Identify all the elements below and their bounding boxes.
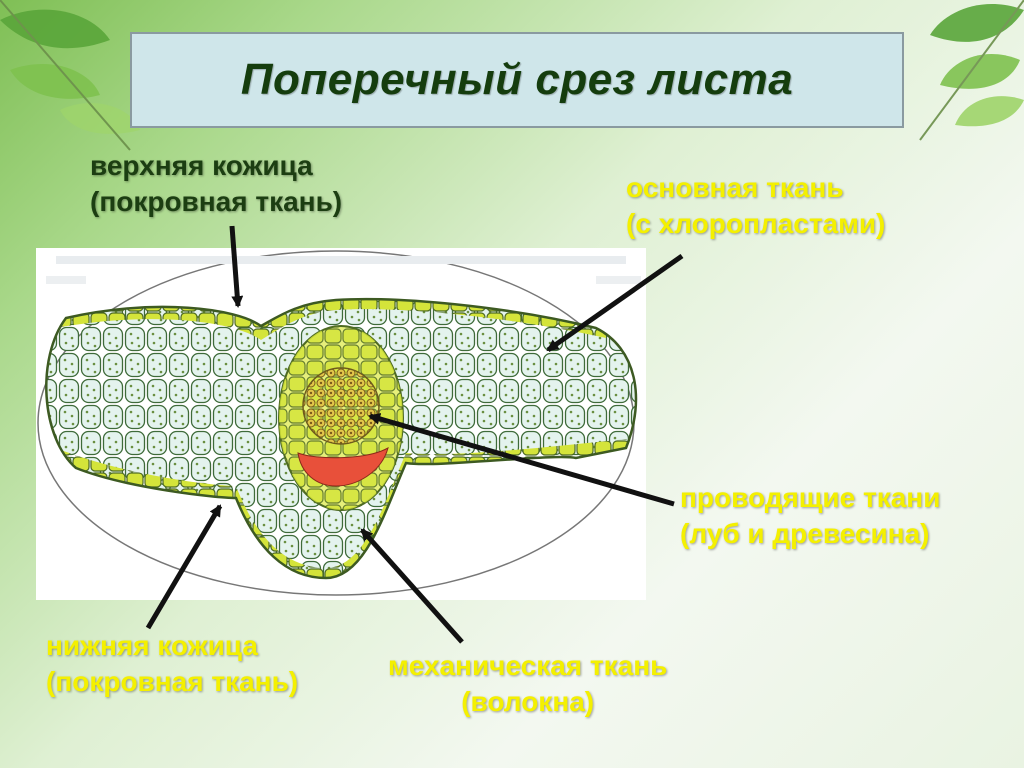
label-line: основная ткань bbox=[626, 172, 844, 203]
label-line: механическая ткань bbox=[388, 650, 668, 681]
label-ground-tissue: основная ткань (с хлоропластами) bbox=[626, 170, 885, 242]
label-line: (луб и древесина) bbox=[680, 518, 930, 549]
arrow-ground-tissue bbox=[546, 253, 684, 353]
label-lower-epidermis: нижняя кожица (покровная ткань) bbox=[46, 628, 298, 700]
arrow-lower-epidermis bbox=[145, 504, 223, 630]
label-line: (волокна) bbox=[461, 686, 595, 717]
label-line: верхняя кожица bbox=[90, 150, 313, 181]
arrow-upper-epidermis bbox=[229, 225, 244, 308]
label-line: (покровная ткань) bbox=[46, 666, 299, 697]
label-upper-epidermis: верхняя кожица (покровная ткань) bbox=[90, 148, 342, 220]
label-line: (покровная ткань) bbox=[90, 186, 343, 217]
title-banner: Поперечный срез листа bbox=[130, 32, 904, 128]
label-conducting-tissue: проводящие ткани (луб и древесина) bbox=[680, 480, 940, 552]
label-mechanical-tissue: механическая ткань (волокна) bbox=[388, 648, 667, 720]
page-title: Поперечный срез листа bbox=[240, 55, 794, 104]
arrow-mechanical-tissue bbox=[360, 528, 464, 644]
label-line: проводящие ткани bbox=[680, 482, 941, 513]
label-line: нижняя кожица bbox=[46, 630, 258, 661]
label-line: (с хлоропластами) bbox=[626, 208, 886, 239]
arrow-conducting-tissue bbox=[368, 413, 675, 507]
